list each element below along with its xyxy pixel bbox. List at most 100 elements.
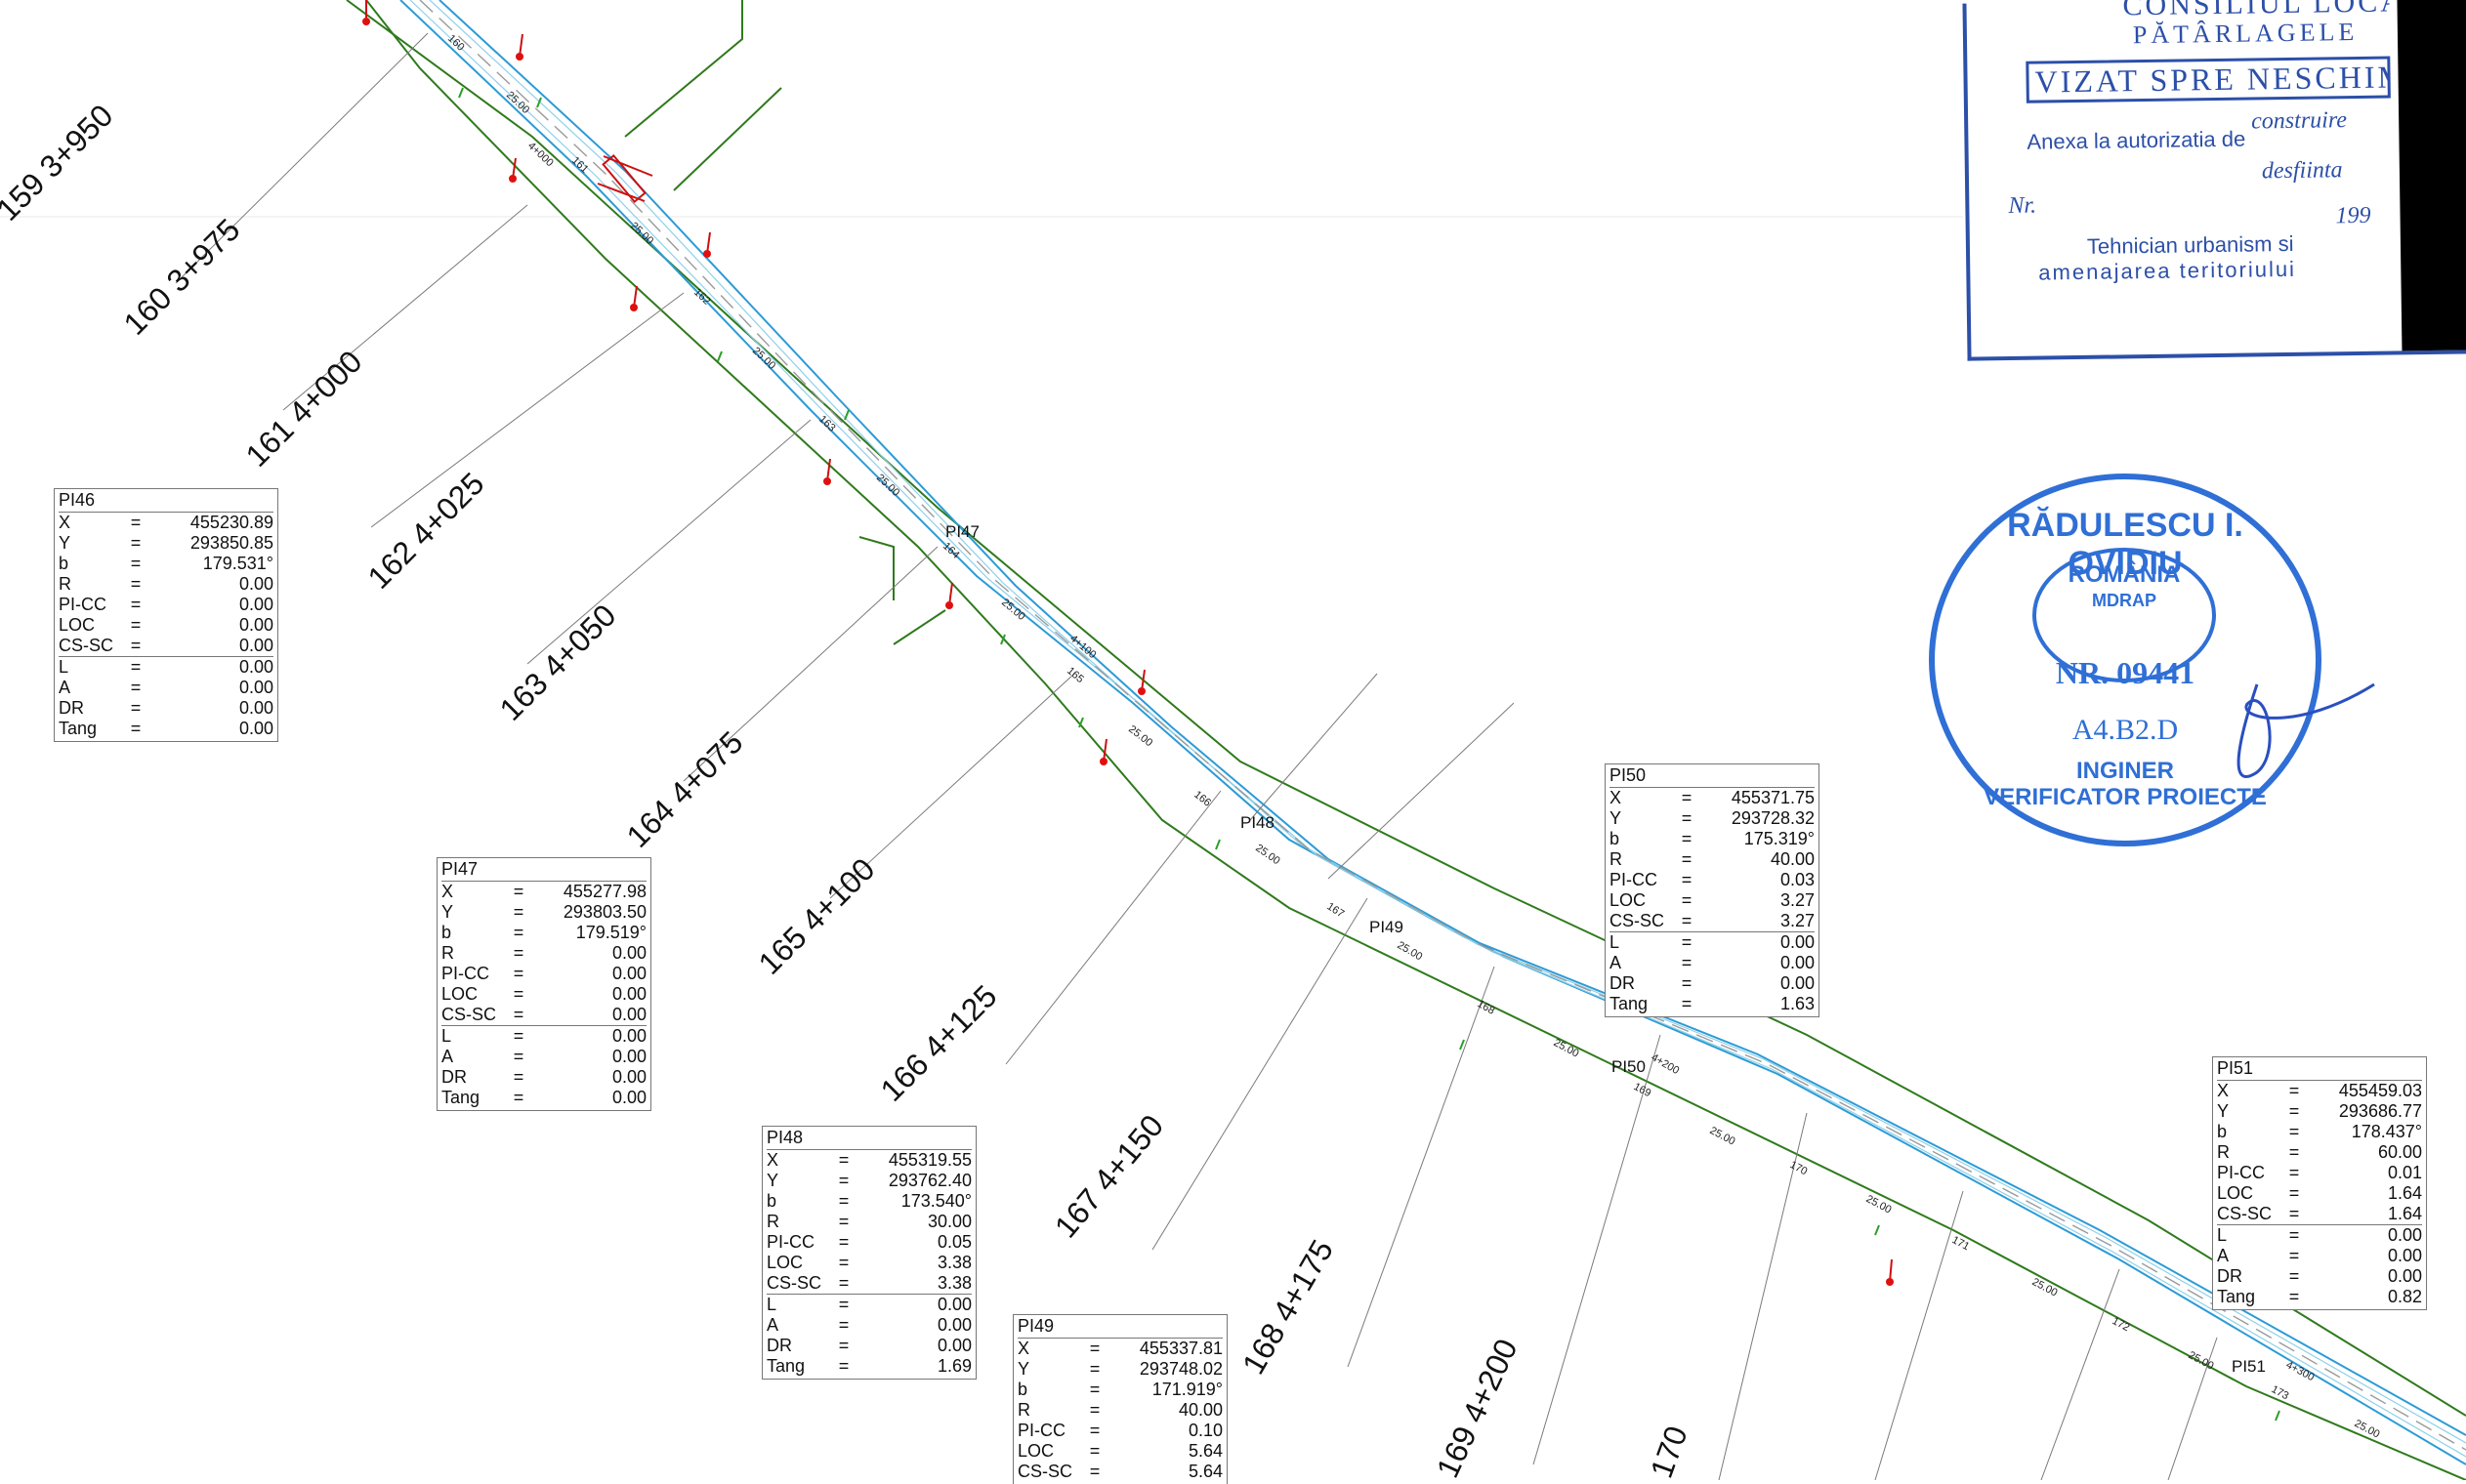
param-eq: = xyxy=(838,1315,850,1335)
param-eq: = xyxy=(2288,1081,2300,1100)
segment-label: 25.00 xyxy=(1126,723,1154,749)
param-key: A xyxy=(441,1047,454,1066)
param-eq: = xyxy=(1089,1359,1101,1379)
pi-table-row: LOC=0.00 xyxy=(59,615,273,636)
param-key: Tang xyxy=(1609,994,1649,1013)
param-key: R xyxy=(767,1212,779,1231)
pi-table-row: L=0.00 xyxy=(1609,931,1815,953)
pi-table-title: PI50 xyxy=(1609,765,1815,788)
edge-tick xyxy=(1078,717,1084,728)
param-key: A xyxy=(767,1315,779,1335)
param-key: L xyxy=(441,1026,452,1046)
segment-label: 25.00 xyxy=(1396,939,1425,963)
pi-table-title: PI51 xyxy=(2217,1058,2422,1081)
param-eq: = xyxy=(2288,1122,2300,1141)
param-value: 60.00 xyxy=(2377,1142,2422,1162)
pi-table-row: b=171.919° xyxy=(1018,1380,1223,1400)
culvert-wing xyxy=(597,183,646,202)
param-key: CS-SC xyxy=(1609,911,1665,930)
param-eq: = xyxy=(838,1191,850,1211)
pi-table-row: Y=293686.77 xyxy=(2217,1101,2422,1122)
param-eq: = xyxy=(838,1232,850,1252)
param-key: Tang xyxy=(59,719,98,738)
param-key: PI-CC xyxy=(59,595,106,614)
pi-point-label: PI51 xyxy=(2232,1357,2266,1376)
param-value: 293762.40 xyxy=(888,1171,972,1190)
param-key: LOC xyxy=(441,984,479,1004)
pi-table-row: R=40.00 xyxy=(1609,849,1815,870)
param-value: 0.10 xyxy=(1188,1421,1223,1440)
param-value: 0.82 xyxy=(2387,1287,2422,1306)
access-road-2 xyxy=(858,536,895,600)
param-key: Tang xyxy=(767,1356,806,1376)
profile-number: 173 xyxy=(2270,1383,2291,1402)
param-key: DR xyxy=(1609,973,1635,993)
param-key: L xyxy=(59,657,69,677)
param-key: L xyxy=(2217,1225,2228,1245)
param-value: 178.437° xyxy=(2351,1122,2422,1141)
param-key: b xyxy=(59,554,69,573)
pi-table-row: X=455371.75 xyxy=(1609,788,1815,808)
markers xyxy=(362,0,1894,1286)
param-key: LOC xyxy=(1018,1441,1055,1461)
pi-table-row: b=173.540° xyxy=(767,1191,972,1212)
param-key: A xyxy=(1609,953,1622,972)
param-value: 0.00 xyxy=(238,719,273,738)
param-eq: = xyxy=(2288,1163,2300,1182)
pi-table-row: CS-SC=1.64 xyxy=(2217,1204,2422,1224)
param-value: 3.27 xyxy=(1779,890,1815,910)
pi-table-row: Y=293728.32 xyxy=(1609,808,1815,829)
param-value: 0.00 xyxy=(238,615,273,635)
pi-table-row: DR=0.00 xyxy=(2217,1266,2422,1287)
param-value: 0.00 xyxy=(238,698,273,718)
param-value: 5.64 xyxy=(1188,1441,1223,1461)
param-value: 0.00 xyxy=(611,943,647,963)
stamp-line: desfiinta xyxy=(2261,157,2343,185)
param-eq: = xyxy=(1089,1380,1101,1399)
param-key: PI-CC xyxy=(2217,1163,2265,1182)
param-eq: = xyxy=(1681,849,1693,869)
param-eq: = xyxy=(513,943,524,963)
access-road-1b xyxy=(673,87,782,191)
road-edge-left xyxy=(399,0,2466,1436)
param-key: L xyxy=(1609,932,1620,952)
param-key: R xyxy=(1018,1400,1030,1420)
profile-number: 170 xyxy=(1788,1159,1810,1177)
pi-table-row: X=455230.89 xyxy=(59,513,273,533)
param-value: 179.531° xyxy=(202,554,273,573)
pi-table-row: LOC=3.27 xyxy=(1609,890,1815,911)
station-label: 162 4+025 xyxy=(360,466,490,596)
param-eq: = xyxy=(1681,870,1693,889)
seal-code: A4.B2.D xyxy=(2071,714,2179,746)
pi-table-pi46: PI46 X=455230.89 Y=293850.85 b=179.531° … xyxy=(54,488,278,742)
param-value: 0.00 xyxy=(2387,1246,2422,1265)
param-eq: = xyxy=(1681,808,1693,828)
param-key: LOC xyxy=(59,615,96,635)
pi-table-title: PI46 xyxy=(59,490,273,513)
param-eq: = xyxy=(1089,1339,1101,1358)
pi-table-row: X=455277.98 xyxy=(441,882,647,902)
municipal-approval-stamp: CONSILIUL LOCAL PĂTÂRLAGELE VIZAT SPRE N… xyxy=(1962,0,2466,361)
access-road-1 xyxy=(624,0,743,138)
section-line xyxy=(526,419,812,665)
param-eq: = xyxy=(513,964,524,983)
pi-table-row: Tang=0.00 xyxy=(441,1088,647,1108)
segment-label: 25.00 xyxy=(2187,1349,2216,1373)
param-eq: = xyxy=(130,678,142,697)
param-value: 1.64 xyxy=(2387,1204,2422,1223)
stamp-line: VIZAT SPRE NESCHIMBARE xyxy=(2026,56,2391,103)
pi-point-label: PI50 xyxy=(1611,1057,1646,1076)
segment-label: 25.00 xyxy=(1552,1037,1581,1060)
road-axis xyxy=(419,0,2466,1451)
pi-table-row: Y=293850.85 xyxy=(59,533,273,554)
param-eq: = xyxy=(1681,911,1693,930)
marker-head xyxy=(823,477,831,485)
param-key: Y xyxy=(59,533,71,553)
param-eq: = xyxy=(1681,994,1693,1013)
param-eq: = xyxy=(130,719,142,738)
param-eq: = xyxy=(130,657,142,677)
pi-table-title: PI49 xyxy=(1018,1316,1223,1339)
param-eq: = xyxy=(513,1047,524,1066)
station-label: 165 4+100 xyxy=(751,851,881,981)
cross-sections xyxy=(175,32,2218,1480)
